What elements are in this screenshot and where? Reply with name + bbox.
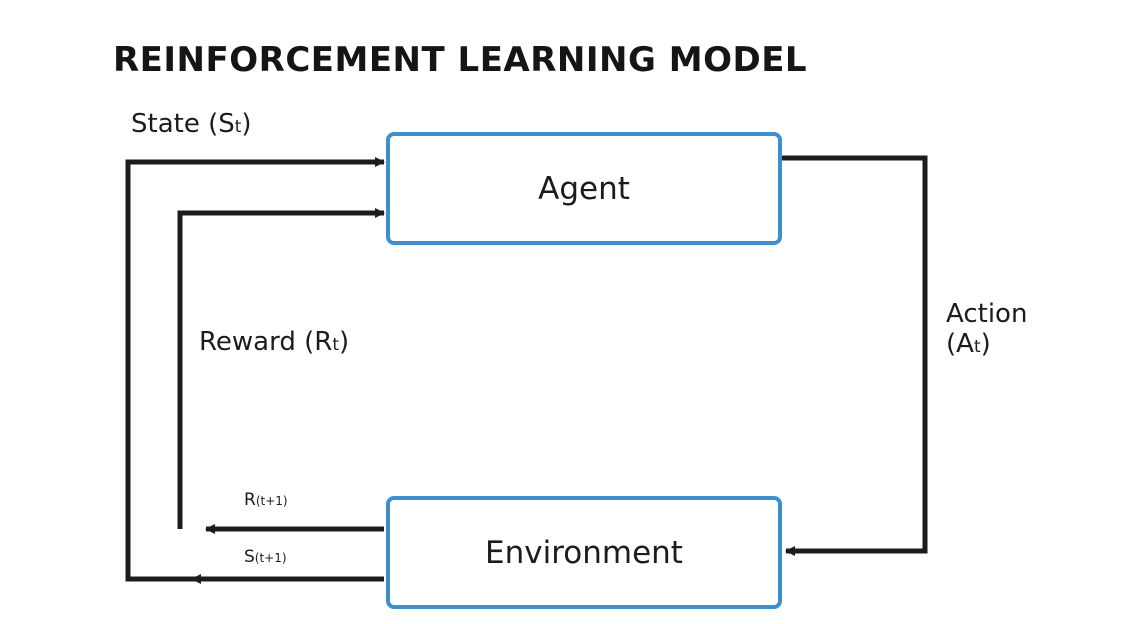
state-label-sub: t — [234, 117, 242, 137]
reward-label-close: ) — [338, 327, 350, 357]
action-label: Action (At) — [946, 299, 1028, 360]
s-next-label: S(t+1) — [244, 547, 287, 567]
diagram-title: REINFORCEMENT LEARNING MODEL — [113, 40, 808, 80]
agent-label: Agent — [538, 170, 630, 207]
environment-box: Environment — [386, 496, 782, 609]
action-label-open: (A — [946, 328, 974, 359]
action-label-line1: Action — [946, 299, 1028, 329]
state-label-close: ) — [241, 109, 252, 139]
reward-feedback-line — [177, 208, 385, 529]
state-feedback-line — [125, 157, 385, 582]
reward-label-main: Reward (R — [199, 327, 333, 357]
action-label-line2: (At) — [946, 328, 1027, 360]
r-next-label-sub: (t+1) — [255, 494, 288, 508]
state-label-main: State (S — [131, 109, 235, 139]
s-next-label-main: S — [244, 547, 255, 567]
state-label: State (St) — [131, 109, 252, 140]
s-next-label-sub: (t+1) — [254, 551, 287, 565]
reward-label-sub: t — [332, 335, 339, 355]
reward-label: Reward (Rt) — [199, 327, 350, 358]
environment-label: Environment — [485, 534, 683, 571]
agent-box: Agent — [386, 132, 782, 245]
r-next-label-main: R — [244, 490, 256, 510]
action-label-sub: t — [973, 336, 981, 357]
r-next-label: R(t+1) — [244, 490, 288, 510]
action-line — [782, 155, 928, 556]
action-label-close: ) — [980, 328, 991, 359]
